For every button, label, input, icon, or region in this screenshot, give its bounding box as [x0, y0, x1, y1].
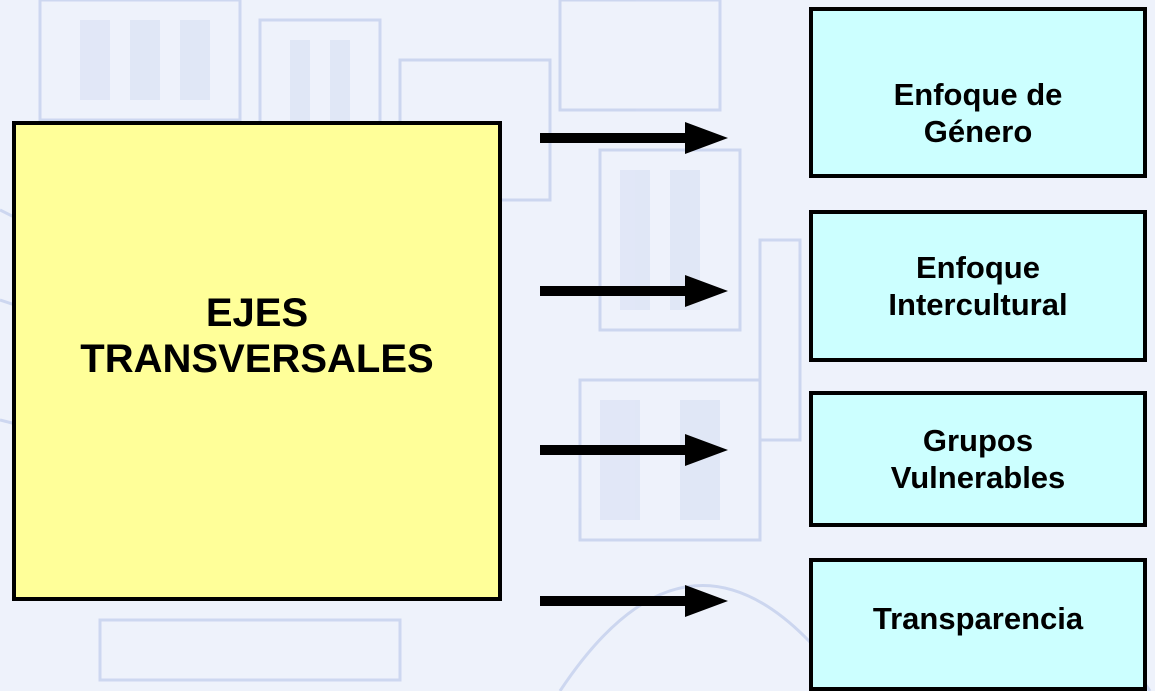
target-label: Grupos Vulnerables: [891, 422, 1066, 496]
target-label-line-2: Vulnerables: [890, 460, 1066, 495]
target-label-line-2: Género: [923, 113, 1033, 149]
arrow-right-icon: [540, 122, 728, 154]
target-label: Enfoque de Género: [894, 76, 1063, 150]
target-label: Transparencia: [873, 600, 1083, 637]
target-box-enfoque-genero: Enfoque de Género: [809, 7, 1147, 178]
main-title-line-2: TRANSVERSALES: [80, 337, 434, 381]
target-label: Enfoque Intercultural: [888, 249, 1067, 323]
target-box-grupos-vulnerables: Grupos Vulnerables: [809, 391, 1147, 527]
arrow-right-icon: [540, 585, 728, 617]
main-concept-box: EJES TRANSVERSALES: [12, 121, 502, 601]
target-label-line-2: Intercultural: [888, 287, 1068, 322]
target-label-line-1: Grupos: [922, 423, 1034, 458]
target-label-line-1: Transparencia: [872, 601, 1084, 636]
main-title-line-1: EJES: [205, 291, 309, 335]
target-box-enfoque-intercultural: Enfoque Intercultural: [809, 210, 1147, 362]
target-label-line-1: Enfoque de: [893, 76, 1063, 112]
target-label-line-1: Enfoque: [916, 250, 1040, 285]
arrow-right-icon: [540, 275, 728, 307]
arrow-right-icon: [540, 434, 728, 466]
target-box-transparencia: Transparencia: [809, 558, 1147, 691]
main-concept-title: EJES TRANSVERSALES: [80, 290, 433, 382]
